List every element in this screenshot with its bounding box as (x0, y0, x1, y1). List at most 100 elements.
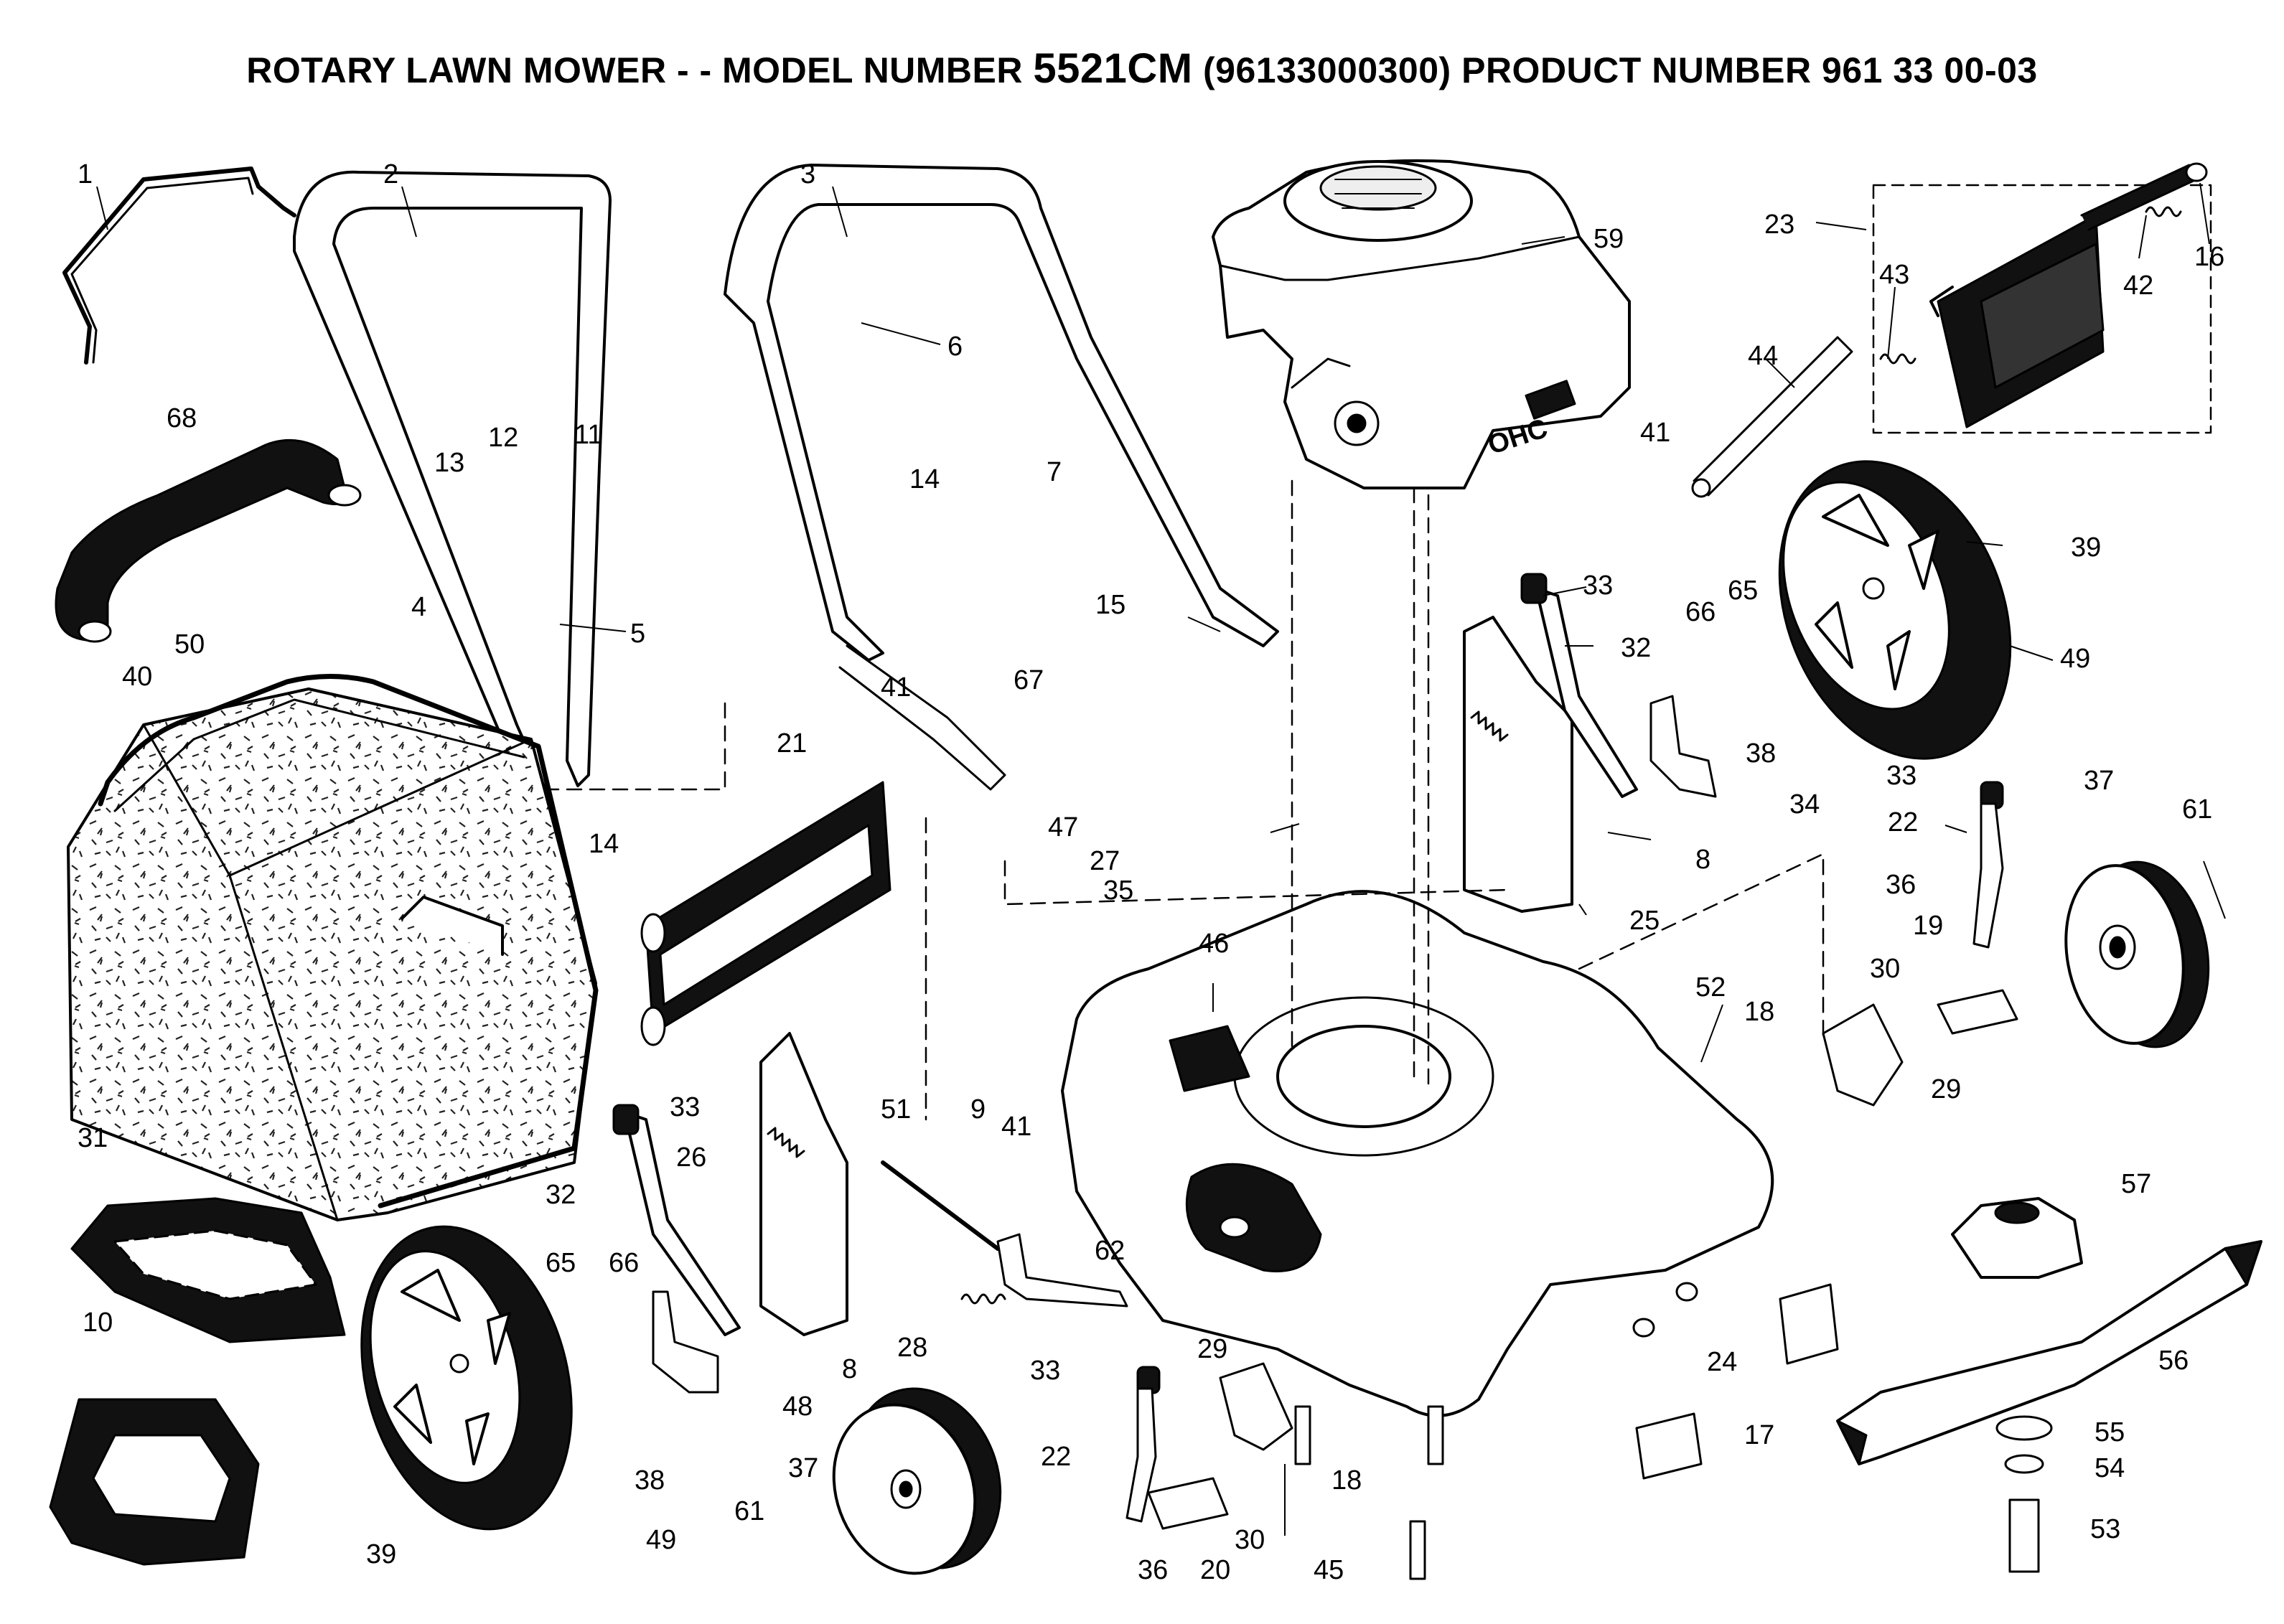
callout: 65 (1728, 576, 1758, 606)
model-number: 5521CM (1033, 45, 1193, 92)
nut-24-a (1632, 1318, 1655, 1338)
washer-55 (1995, 1415, 2053, 1441)
callout: 14 (589, 829, 619, 859)
bracket-34 (1649, 695, 1717, 798)
callout: 14 (909, 464, 940, 494)
mower-deck (1061, 890, 1774, 1417)
lever-22-left (1125, 1387, 1157, 1523)
callout: 2 (383, 159, 398, 189)
callout: 16 (2194, 242, 2224, 272)
callout: 22 (1888, 807, 1918, 837)
callout: 56 (2158, 1346, 2189, 1376)
mulch-plug (49, 1398, 260, 1566)
spring-43 (1879, 353, 1916, 365)
callout: 10 (83, 1308, 113, 1338)
callout: 53 (2090, 1514, 2120, 1544)
spring-28 (960, 1293, 1006, 1305)
bracket-48 (652, 1290, 719, 1394)
grass-catcher-bag (67, 687, 597, 1221)
callout: 54 (2095, 1453, 2125, 1483)
grass-bag-frame (98, 674, 599, 1208)
upper-handle (293, 170, 612, 798)
callout: 57 (2121, 1169, 2151, 1199)
title-suffix: (96133000300) PRODUCT NUMBER 961 33 00-0… (1192, 50, 2038, 90)
callout: 22 (1041, 1442, 1071, 1472)
height-adjuster-left (759, 1032, 848, 1336)
nut-24-b (1675, 1282, 1698, 1302)
callout: 32 (546, 1180, 576, 1210)
washer-54 (2004, 1454, 2044, 1474)
callout: 29 (1931, 1074, 1961, 1104)
callout: 52 (1695, 972, 1726, 1003)
callout: 46 (1199, 929, 1229, 959)
front-wheel-left (832, 1387, 1002, 1575)
callout: 36 (1886, 870, 1916, 900)
callout: 8 (842, 1354, 857, 1384)
spring-42 (2145, 206, 2182, 217)
callout: 29 (1197, 1334, 1227, 1364)
callout: 33 (1030, 1356, 1060, 1386)
callout: 41 (1001, 1112, 1031, 1142)
callout: 28 (897, 1333, 927, 1363)
callout: 26 (676, 1142, 706, 1173)
callout: 31 (78, 1123, 108, 1153)
blade-bolt-53 (2008, 1498, 2040, 1573)
assembly-leader-lines (544, 479, 1825, 1121)
callout-labels: 1 2 3 59 23 16 43 42 6 12 11 13 7 44 41 … (78, 159, 2224, 1585)
control-bail (62, 166, 296, 365)
callout: 32 (1621, 633, 1651, 663)
callout: 21 (777, 728, 807, 759)
callout: 61 (2182, 794, 2212, 825)
callout: 13 (434, 448, 464, 478)
blade-adapter (1951, 1197, 2083, 1279)
callout: 41 (1640, 418, 1670, 448)
axle-rod-51 (881, 1160, 1000, 1251)
callout: 37 (2084, 766, 2114, 796)
callout: 15 (1095, 590, 1125, 620)
callout: 61 (734, 1496, 764, 1526)
callout: 12 (488, 423, 518, 453)
knob-33-right (1520, 573, 1548, 604)
cutting-blade (1836, 1240, 2262, 1465)
callout: 40 (122, 662, 152, 692)
callout: 62 (1095, 1236, 1125, 1266)
lever-22-right (1972, 802, 2004, 949)
sector-plate-29-left (1219, 1362, 1293, 1451)
callout: 6 (947, 332, 963, 362)
rear-flap-assembly (1872, 164, 2212, 434)
bracket-19 (1937, 989, 2018, 1035)
callout: 39 (2071, 532, 2101, 563)
callout: 43 (1879, 260, 1909, 290)
knob-33-left (612, 1104, 640, 1135)
callout: 3 (800, 159, 815, 189)
callout: 4 (411, 592, 426, 622)
callout: 49 (2060, 644, 2090, 674)
callout: 23 (1764, 210, 1794, 240)
callout: 66 (609, 1248, 639, 1278)
bolt-45-b (1427, 1405, 1444, 1465)
title-prefix: ROTARY LAWN MOWER - - MODEL NUMBER (246, 50, 1034, 90)
callout: 33 (1886, 761, 1916, 791)
lever-32-right (1535, 587, 1638, 798)
callout: 19 (1913, 911, 1943, 941)
callout: 50 (174, 629, 205, 660)
callout: 30 (1235, 1525, 1265, 1555)
callout: 35 (1103, 876, 1133, 906)
lever-32-left (623, 1111, 741, 1336)
callout: 42 (2123, 271, 2153, 301)
callout: 36 (1138, 1555, 1168, 1585)
callout: 67 (1014, 665, 1044, 695)
bolt-45-c (1409, 1520, 1426, 1580)
callout: 33 (670, 1092, 700, 1122)
lower-handle (724, 164, 1279, 791)
diagram-title: ROTARY LAWN MOWER - - MODEL NUMBER 5521C… (0, 44, 2284, 93)
rear-door (640, 781, 891, 1046)
bolt-45-a (1294, 1405, 1311, 1465)
callout: 51 (881, 1094, 911, 1125)
callout: 8 (1695, 845, 1710, 875)
rear-wheel-left (360, 1225, 573, 1531)
callout: 24 (1707, 1347, 1737, 1377)
callout: 68 (167, 403, 197, 433)
mulching-deflector (70, 1197, 346, 1343)
